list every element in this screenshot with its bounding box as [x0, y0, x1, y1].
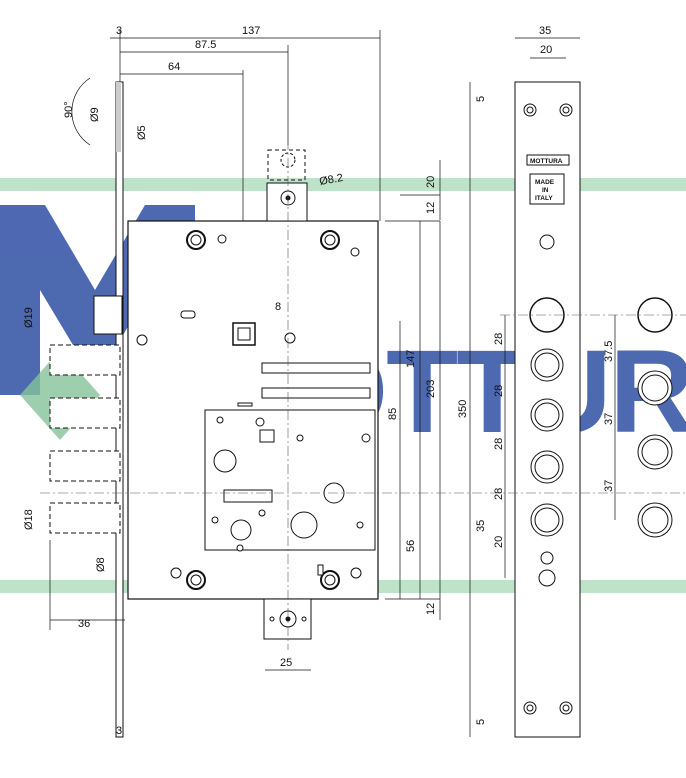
dimension-lines — [49, 30, 616, 737]
cylinder-mechanism — [204, 402, 376, 576]
dim-keeper-37-2: 37 — [603, 480, 615, 492]
dim-36: 36 — [78, 618, 90, 630]
dim-dia-9: Ø9 — [89, 107, 101, 122]
dim-dia-5: Ø5 — [136, 125, 148, 140]
dim-bolt-28-3: 28 — [493, 438, 505, 450]
dim-87-5: 87.5 — [195, 39, 216, 51]
dim-25: 25 — [280, 657, 292, 669]
dim-56: 56 — [405, 540, 417, 552]
dim-64: 64 — [168, 61, 180, 73]
dim-keeper-37-5: 37.5 — [603, 341, 615, 362]
top-pivot — [266, 149, 308, 222]
deadbolts-left — [49, 344, 121, 534]
dim-203: 203 — [425, 380, 437, 398]
dim-keeper-37-1: 37 — [603, 413, 615, 425]
dim-350: 350 — [457, 400, 469, 418]
case-screws — [136, 230, 362, 590]
bolt-bars — [261, 362, 371, 399]
made-in-line-3: ITALY — [535, 195, 553, 202]
dim-bolt-28-1: 28 — [493, 333, 505, 345]
bottom-pivot — [263, 598, 312, 640]
dim-dia-8: Ø8 — [95, 557, 107, 572]
angle-arc — [71, 77, 91, 146]
dim-plate-35: 35 — [539, 25, 551, 37]
dim-plate-top-5: 5 — [475, 96, 487, 102]
plate-brand-label: MOTTURA — [530, 158, 563, 165]
made-in-line-1: MADE — [535, 179, 555, 186]
dim-bolt-28-4: 28 — [493, 488, 505, 500]
dim-top-12: 12 — [425, 202, 437, 214]
dim-3-top: 3 — [116, 25, 122, 37]
made-in-line-2: IN — [542, 187, 549, 194]
dim-plate-35-low: 35 — [475, 520, 487, 532]
dim-dia-18: Ø18 — [23, 509, 35, 530]
dim-137: 137 — [242, 25, 260, 37]
dim-dia-8-2: Ø8.2 — [318, 172, 344, 188]
dim-3-bottom: 3 — [116, 725, 122, 737]
dim-top-20: 20 — [425, 176, 437, 188]
dim-square-8: 8 — [275, 301, 281, 313]
keeper-cylinders — [637, 297, 673, 538]
dim-bolt-28-2: 28 — [493, 385, 505, 397]
dim-plate-20-low: 20 — [493, 536, 505, 548]
dim-plate-20: 20 — [540, 44, 552, 56]
latch — [93, 295, 123, 335]
slot — [180, 310, 196, 319]
dim-85: 85 — [387, 408, 399, 420]
dim-dia-19: Ø19 — [23, 307, 35, 328]
center-lines — [40, 140, 686, 650]
dim-plate-bottom-5: 5 — [475, 719, 487, 725]
dim-147: 147 — [405, 350, 417, 368]
follower-square — [232, 322, 256, 346]
dim-angle: 90° — [63, 101, 75, 118]
dim-bottom-12: 12 — [425, 603, 437, 615]
